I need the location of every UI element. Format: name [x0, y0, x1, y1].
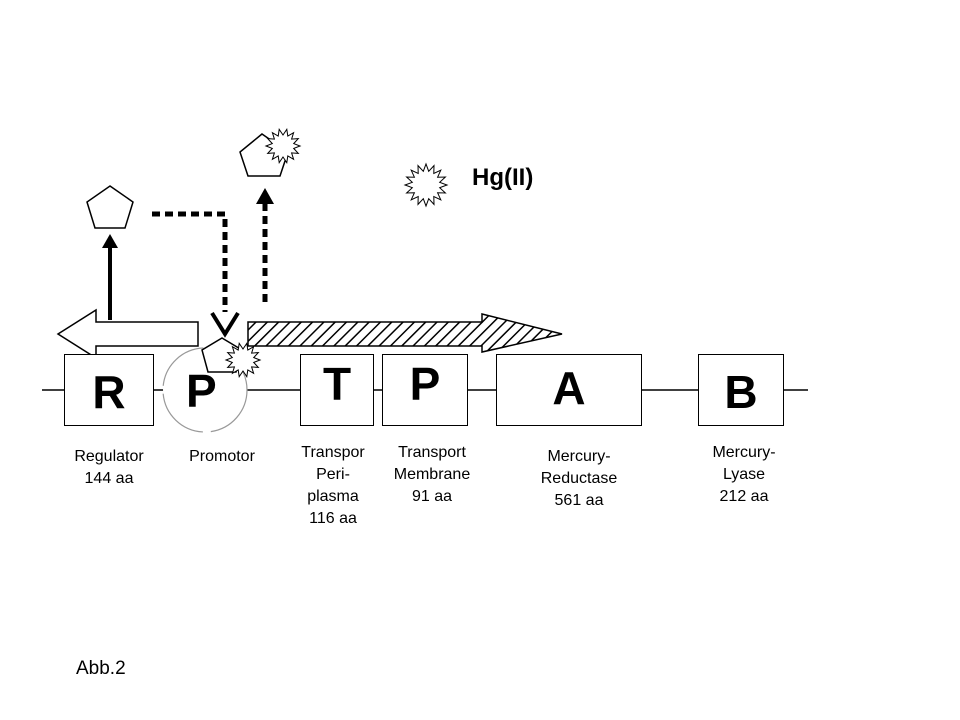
gene-letter-R: R — [92, 366, 126, 418]
gene-label-promoter: Promotor — [189, 448, 255, 465]
gene-label-P: Transport Membrane 91 aa — [393, 444, 471, 505]
gene-letter-P: P — [409, 358, 441, 410]
activation-arrowhead — [256, 188, 274, 204]
gene-box-R: R — [64, 354, 154, 426]
operon-transcript-arrow — [247, 313, 563, 353]
gene-letter-B: B — [724, 366, 758, 418]
gene-label-T: Transpor Peri- plasma 116 aa — [301, 444, 365, 527]
regulator-expression-arrowhead — [102, 234, 118, 248]
gene-box-P: P — [382, 354, 468, 426]
hg-star-icon — [224, 342, 262, 378]
gene-letter-A: A — [552, 362, 586, 414]
hg-star-icon — [264, 128, 302, 164]
binding-arrowhead — [210, 311, 240, 338]
regulator-protein-pentagon — [86, 185, 134, 229]
legend-label-hg: Hg(II) — [472, 164, 534, 191]
gene-box-T: T — [300, 354, 374, 426]
gene-letter-T: T — [322, 358, 352, 410]
gene-label-A: Mercury- Reductase 561 aa — [540, 448, 618, 509]
gene-box-B: B — [698, 354, 784, 426]
hg-legend-star-icon — [403, 162, 449, 208]
regulator-binding-dotted-path — [152, 211, 228, 312]
gene-box-A: A — [496, 354, 642, 426]
regulator-transcript-arrow — [56, 308, 199, 360]
gene-letter-promoter: P — [186, 365, 217, 417]
gene-label-R: Regulator 144 aa — [74, 448, 144, 487]
figure-caption: Abb.2 — [76, 658, 126, 679]
gene-label-B: Mercury- Lyase 212 aa — [712, 444, 776, 505]
